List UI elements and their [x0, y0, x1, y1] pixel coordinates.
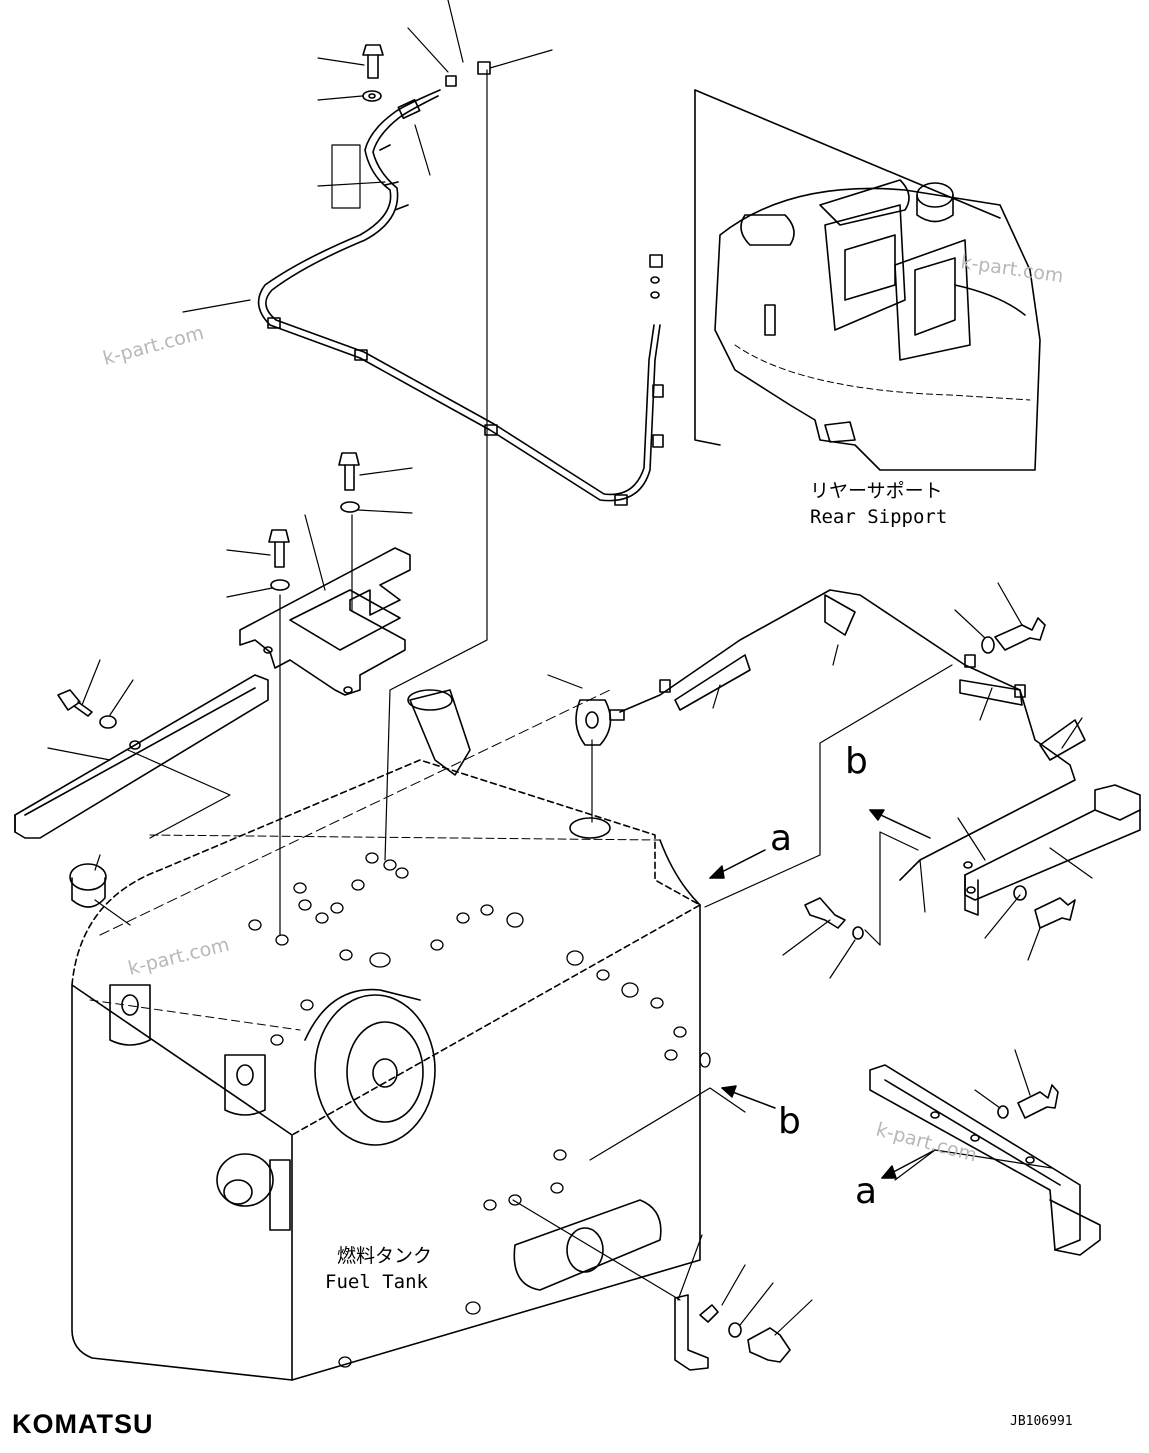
left-guard-rail	[14, 674, 269, 839]
ref-a-upper: a	[770, 818, 792, 859]
top-fasteners	[268, 44, 663, 591]
fuel-tank	[69, 689, 711, 1381]
ref-a-lower: a	[855, 1171, 877, 1212]
drawing-code: JB106991	[1010, 1414, 1073, 1429]
mounting-bracket	[239, 547, 411, 696]
lower-clip-bracket	[674, 1294, 791, 1371]
label-rear-support-en: Rear Sipport	[810, 506, 947, 528]
watermark-3: k-part.com	[126, 933, 232, 979]
leader-lines	[47, 0, 1093, 1336]
rear-support-inset	[694, 89, 1041, 471]
watermark-2: k-part.com	[959, 251, 1065, 287]
wiring-harness	[609, 589, 1086, 881]
ref-b-lower: b	[778, 1101, 801, 1142]
ref-b-upper: b	[845, 741, 868, 782]
komatsu-logo: KOMATSU	[12, 1409, 154, 1439]
reference-arrows	[709, 809, 936, 1179]
watermark-4: k-part.com	[874, 1119, 980, 1167]
lower-right-bracket	[869, 1064, 1101, 1256]
label-fuel-tank-jp: 燃料タンク	[337, 1245, 432, 1267]
label-rear-support-jp: リヤーサポート	[810, 480, 943, 502]
label-fuel-tank-en: Fuel Tank	[325, 1271, 429, 1293]
right-channel-bracket	[804, 617, 1141, 940]
fuel-hose	[257, 89, 664, 506]
watermark-1: k-part.com	[101, 322, 207, 370]
